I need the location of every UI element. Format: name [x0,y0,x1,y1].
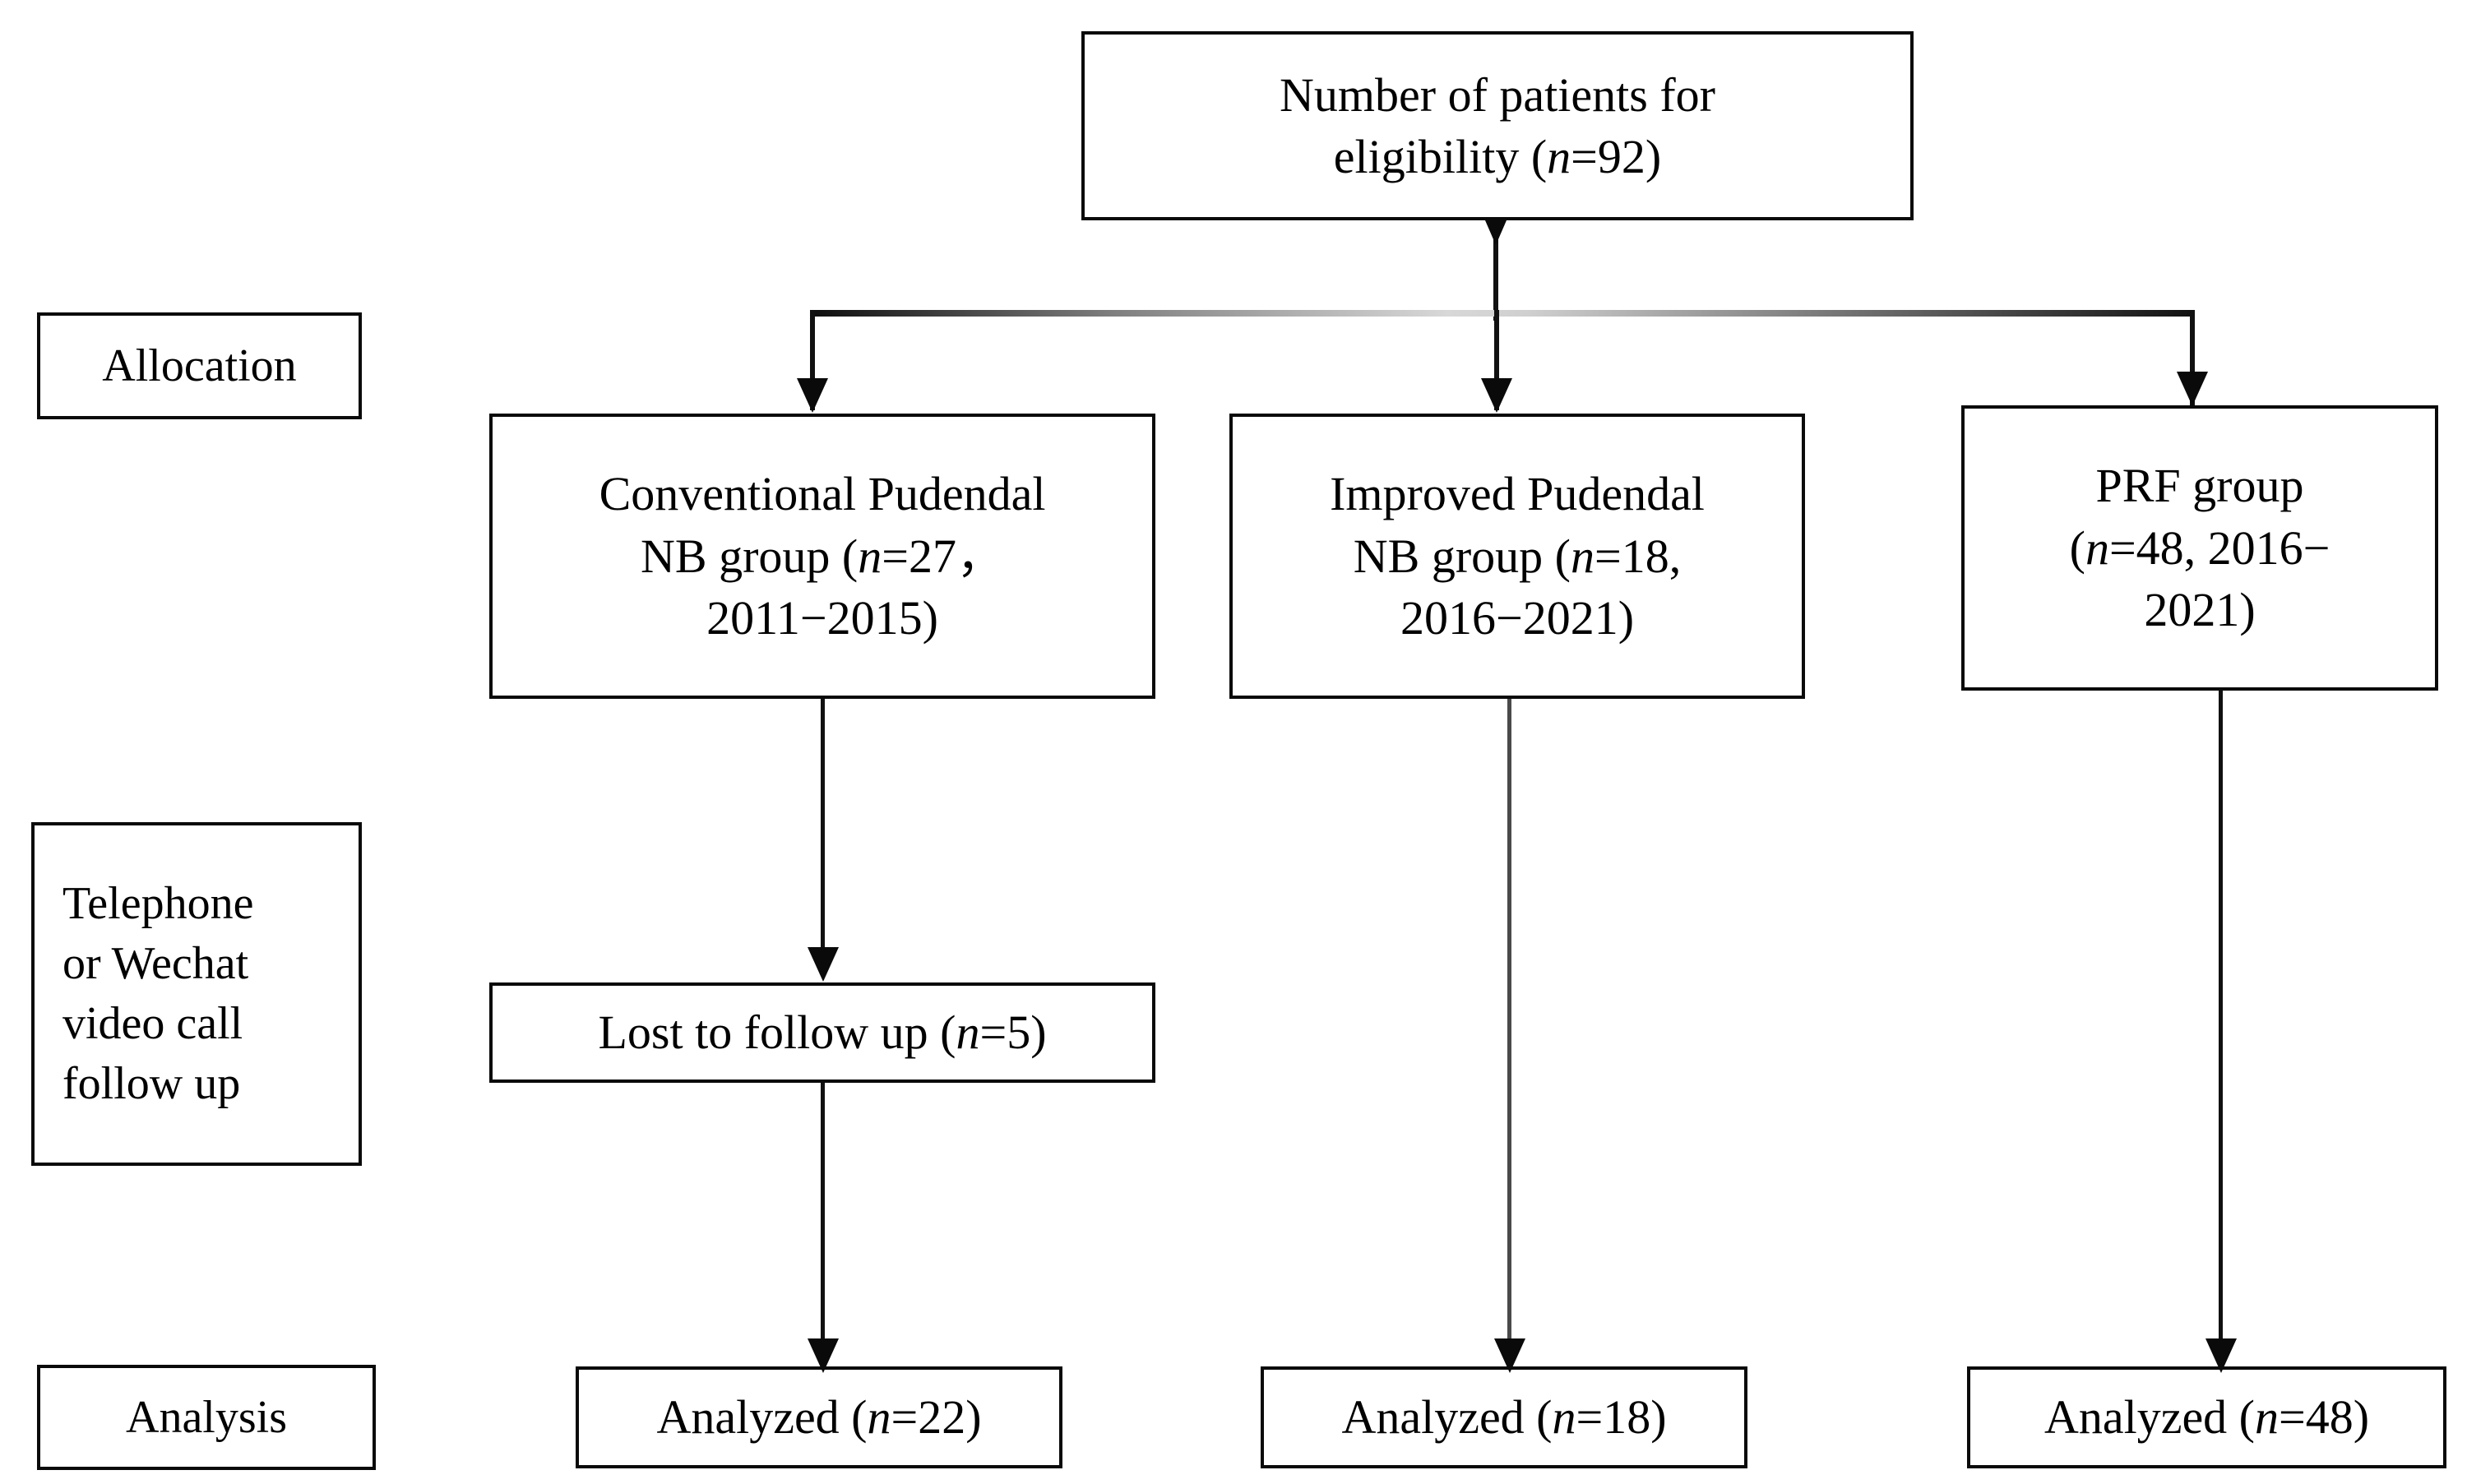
node-conventional-pudendal-nb-group: Conventional Pudendal NB group (n=27， 20… [489,414,1155,699]
node-improved-pudendal-nb-group: Improved Pudendal NB group (n=18, 2016−2… [1229,414,1805,699]
node-prf-group: PRF group (n=48, 2016− 2021) [1961,405,2438,691]
statistic-n: n [1547,130,1571,183]
edge-distribution-bar [810,310,2195,317]
statistic-n: n [2255,1390,2279,1445]
edge-prf-to-analyzed-arrowhead [2205,1338,2237,1373]
edge-conventional-to-lost-line [821,699,825,962]
edge-to-improved-arrowhead [1481,378,1512,413]
statistic-n: n [2085,520,2109,575]
edge-to-conventional-line [810,310,815,410]
node-eligibility-text: Number of patients for eligibility (n=92… [1280,67,1715,183]
edge-eligibility-stem [1493,220,1498,321]
edge-lost-to-analyzed-line [821,1083,825,1375]
statistic-n: n [1570,529,1595,583]
node-analyzed-improved: Analyzed (n=18) [1261,1366,1747,1468]
node-analyzed-improved-text: Analyzed (n=18) [1341,1390,1667,1445]
node-lost-to-follow-up: Lost to follow up (n=5) [489,982,1155,1083]
node-improved-group-text: Improved Pudendal NB group (n=18, 2016−2… [1330,467,1705,645]
node-analyzed-prf-text: Analyzed (n=48) [2043,1390,2370,1445]
edge-lost-to-analyzed-arrowhead [808,1338,839,1373]
stage-label-allocation-text: Allocation [102,340,297,391]
node-prf-group-text: PRF group (n=48, 2016− 2021) [2069,459,2330,637]
node-analyzed-conventional-text: Analyzed (n=22) [656,1390,982,1445]
node-analyzed-conventional: Analyzed (n=22) [576,1366,1062,1468]
statistic-n: n [956,1006,980,1060]
statistic-n: n [858,529,882,583]
node-eligibility: Number of patients for eligibility (n=92… [1081,31,1914,220]
node-analyzed-prf: Analyzed (n=48) [1967,1366,2446,1468]
edge-improved-to-analyzed-arrowhead [1494,1338,1525,1373]
edge-to-improved-line [1494,310,1499,410]
edge-conventional-to-lost-arrowhead [808,947,839,982]
edge-to-prf-line [2190,310,2195,407]
statistic-n: n [1552,1390,1576,1445]
stage-label-allocation: Allocation [37,312,362,419]
edge-to-conventional-arrowhead [797,378,828,413]
stage-label-analysis: Analysis [37,1365,376,1470]
node-lost-to-follow-up-text: Lost to follow up (n=5) [598,1006,1047,1060]
node-conventional-group-text: Conventional Pudendal NB group (n=27， 20… [599,467,1046,645]
edge-prf-to-analyzed-line [2219,576,2223,1375]
edge-to-prf-arrowhead [2177,372,2208,406]
stage-label-analysis-text: Analysis [126,1391,287,1443]
statistic-n: n [867,1390,891,1445]
stage-label-followup: Telephone or Wechat video call follow up [31,822,362,1166]
edge-eligibility-arrowhead [1485,220,1507,245]
edge-improved-to-analyzed-line [1507,699,1511,1375]
stage-label-followup-text: Telephone or Wechat video call follow up [62,878,254,1109]
